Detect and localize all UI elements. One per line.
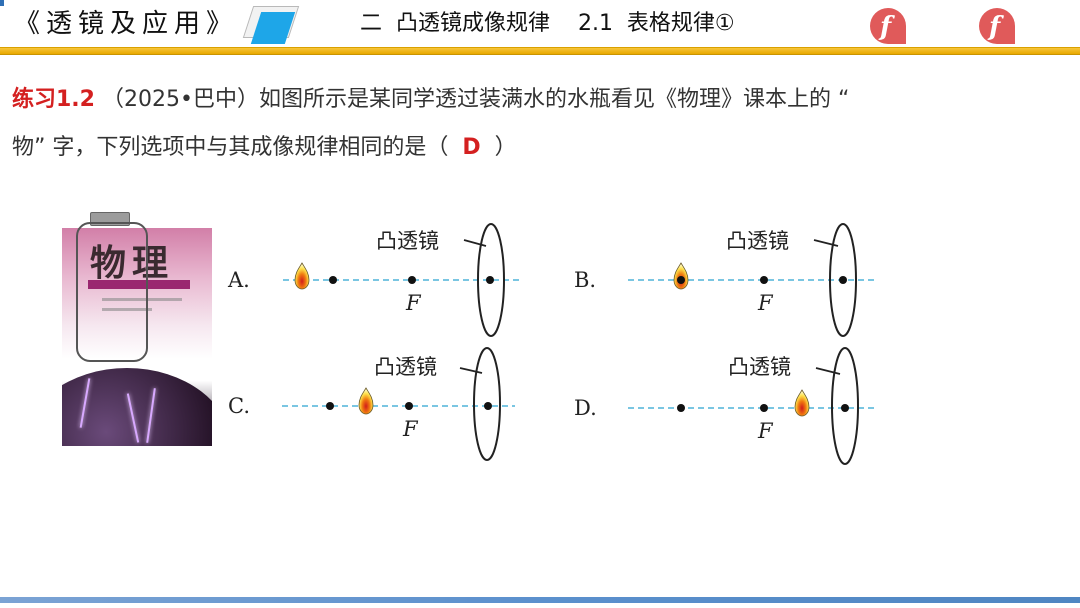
lens-label: 凸透镜 — [726, 229, 789, 253]
question-stem-2: 物” 字，下列选项中与其成像规律相同的是（ — [12, 135, 449, 160]
question-line-1: 练习1.2 （2025•巴中）如图所示是某同学透过装满水的水瓶看见《物理》课本上… — [12, 76, 1052, 124]
convex-lens-icon — [473, 347, 501, 461]
lens-label: 凸透镜 — [374, 355, 437, 379]
exercise-label: 练习1.2 — [12, 87, 95, 112]
lens-pointer-line — [463, 239, 487, 247]
2f-point — [326, 402, 334, 410]
option-b-label: B. — [574, 268, 596, 292]
option-c-label: C. — [228, 394, 250, 418]
2f-point — [677, 404, 685, 412]
candle-flame-icon — [358, 387, 374, 415]
focal-point — [405, 402, 413, 410]
lens-pointer-line — [459, 367, 483, 374]
answer-value: D — [462, 135, 481, 160]
question-close-paren: ） — [494, 135, 517, 160]
focal-label: F — [757, 419, 774, 443]
focal-point — [760, 276, 768, 284]
focal-label: F — [402, 417, 419, 441]
section-title: 二 凸透镜成像规律 2.1 表格规律① — [360, 11, 735, 36]
option-a-label: A. — [227, 268, 250, 292]
flash-player-icon[interactable]: f — [870, 8, 906, 44]
option-a-diagram: A. F 凸透镜 — [227, 223, 520, 337]
book-publisher-line — [102, 298, 182, 301]
focal-label: F — [757, 291, 774, 315]
option-b-diagram: B. F 凸透镜 — [574, 223, 875, 337]
optical-center — [839, 276, 847, 284]
course-title: 《透镜及应用》 — [14, 9, 239, 39]
lens-pointer-line — [815, 367, 841, 375]
physics-textbook-image: 物理 — [62, 228, 212, 446]
optical-center — [841, 404, 849, 412]
focal-point — [760, 404, 768, 412]
footer-rule — [0, 597, 1080, 603]
book-publisher-line — [102, 308, 152, 311]
convex-lens-icon — [831, 347, 859, 465]
focal-label: F — [405, 291, 422, 315]
option-d-diagram: D. F 凸透镜 — [574, 347, 875, 465]
question-stem-1: （2025•巴中）如图所示是某同学透过装满水的水瓶看见《物理》课本上的 “ — [94, 87, 850, 112]
corner-mark — [0, 0, 4, 6]
flash-glyph: f — [880, 12, 892, 42]
2f-point — [329, 276, 337, 284]
flash-glyph: f — [989, 12, 1001, 42]
convex-lens-icon — [477, 223, 505, 337]
optical-center — [484, 402, 492, 410]
book-band — [88, 280, 190, 289]
optical-center — [486, 276, 494, 284]
header-rule — [0, 47, 1080, 55]
candle-flame-icon — [794, 389, 810, 417]
candle-flame-icon — [294, 262, 310, 290]
convex-lens-icon — [829, 223, 857, 337]
lens-label: 凸透镜 — [728, 355, 791, 379]
lens-pointer-line — [813, 239, 839, 247]
water-bottle-outline — [76, 222, 148, 362]
flash-player-icon[interactable]: f — [979, 8, 1015, 44]
option-d-label: D. — [574, 396, 597, 420]
lens-label: 凸透镜 — [376, 229, 439, 253]
focal-point — [408, 276, 416, 284]
book-title: 物理 — [90, 242, 175, 284]
2f-point — [677, 276, 685, 284]
question-text: 练习1.2 （2025•巴中）如图所示是某同学透过装满水的水瓶看见《物理》课本上… — [12, 76, 1052, 172]
option-c-diagram: C. F 凸透镜 — [228, 347, 515, 461]
question-line-2: 物” 字，下列选项中与其成像规律相同的是（ D ） — [12, 124, 1052, 172]
